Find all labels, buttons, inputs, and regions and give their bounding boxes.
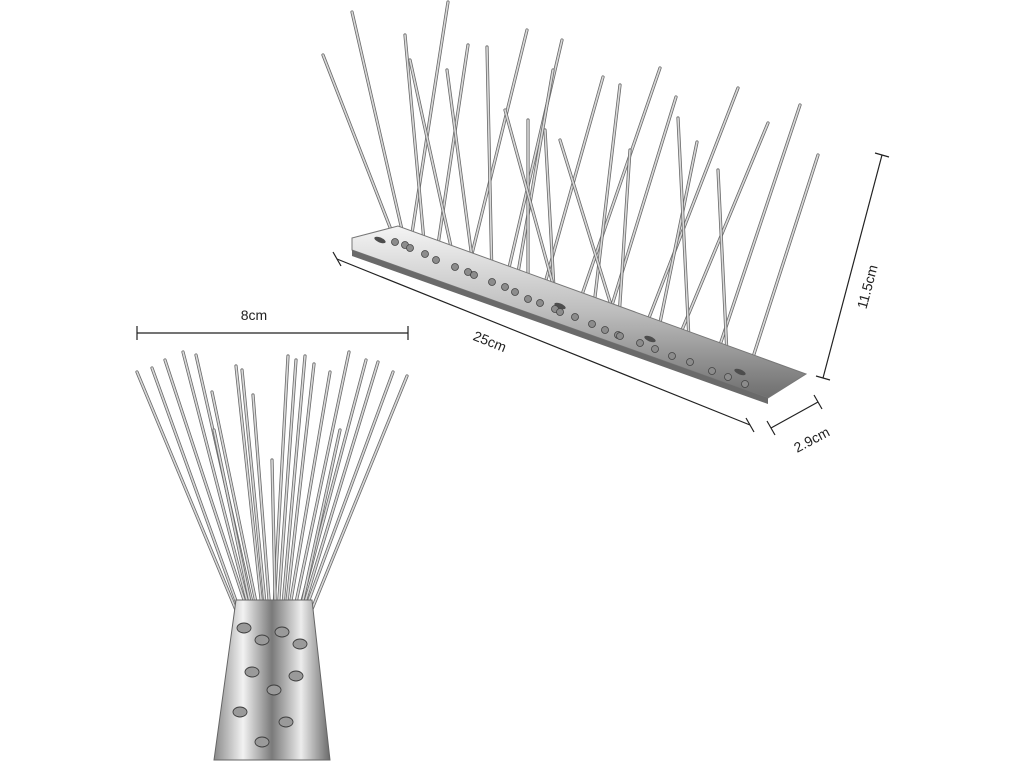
spike-rivet [406,244,414,252]
base-rivet [274,626,290,638]
spike-rivet [636,339,644,347]
spike-wire [252,394,271,613]
spike-rivet [708,367,716,375]
spike-wire [717,169,729,376]
spike-wire [409,1,449,247]
spike-rivet [421,250,429,258]
spike-wire [281,355,306,617]
spike-wire [151,367,241,613]
base-rivet [288,670,304,682]
spike-wire [301,361,379,613]
spike-wire [309,375,408,615]
spike-wire [164,359,247,607]
spike-strip-side-view [321,0,820,404]
spike-wire [322,54,396,241]
mount-hole [374,236,386,244]
spike-wire [591,84,621,323]
spike-wire [241,369,267,615]
spike-rivet [524,295,532,303]
spike-rivet [651,345,659,353]
spike-wire [409,59,456,266]
spike-wire [639,87,739,342]
end-view-spikes [135,350,409,652]
strip-base-edge [352,250,768,404]
base-rivet [254,736,270,748]
spike-wire [514,69,554,291]
spike-rivet [464,268,472,276]
spike-rivet [451,263,459,271]
spike-rivet [470,271,478,279]
strip-base [351,225,808,399]
spike-strip-end-view [135,350,409,761]
spike-wire [677,117,691,361]
base-rivet [254,634,270,646]
spike-rivet [724,373,732,381]
spike-rivet [741,380,749,388]
spike-rivet [501,283,509,291]
spike-rivet [556,308,564,316]
spike-wire [289,371,331,607]
spike-rivet [686,358,694,366]
spike-wire [654,141,698,348]
dimension-height: 11.5cm [815,152,890,381]
base-rivet [236,622,252,634]
end-view-base-detail [232,622,308,748]
spike-wire [273,355,289,609]
base-rivet [292,638,308,650]
end-view-base [213,599,331,761]
spike-wire [744,154,819,383]
spike-wire [435,44,469,259]
spike-wire [539,76,604,302]
base-rivet [244,666,260,678]
dimension-width: 8cm [136,307,409,340]
spike-rivet [488,278,496,286]
spike-rivet [668,352,676,360]
mount-hole [734,368,746,376]
spike-wire [182,351,251,613]
base-rivet [232,706,248,718]
dimension-depth: 2.9cm [766,394,832,456]
spike-rivet [616,332,624,340]
spike-wire [235,365,263,609]
spike-wire [404,34,426,253]
spike-rivet [601,326,609,334]
strip-mount-holes [374,236,749,388]
spike-rivet [511,288,519,296]
spike-wire [285,363,315,611]
spike-wire [446,69,475,274]
spike-wire [559,139,621,335]
spike-wire [486,46,493,281]
spike-rivet [391,238,399,246]
spike-wire [574,67,661,316]
length-label: 25cm [471,328,509,356]
spike-wire [305,371,394,609]
spike-wire [277,359,297,613]
spike-rivet [588,320,596,328]
mount-hole [554,302,566,310]
spike-rivet [536,299,544,307]
spike-rivet [571,313,579,321]
spike-rivet [432,256,440,264]
spike-wire [467,29,528,271]
height-label: 11.5cm [854,263,881,310]
spike-wire [504,109,561,311]
spike-wire [211,391,259,613]
spike-wire [617,149,631,334]
spike-wire [604,96,677,329]
width-label: 8cm [241,307,267,323]
spike-wire [136,371,237,611]
spike-wire [351,11,406,244]
base-rivet [266,684,282,696]
strip-spikes [321,0,820,384]
spike-wire [544,129,556,308]
spike-wire [293,351,350,613]
mount-hole [644,335,656,343]
base-rivet [278,716,294,728]
depth-label: 2.9cm [791,424,832,456]
